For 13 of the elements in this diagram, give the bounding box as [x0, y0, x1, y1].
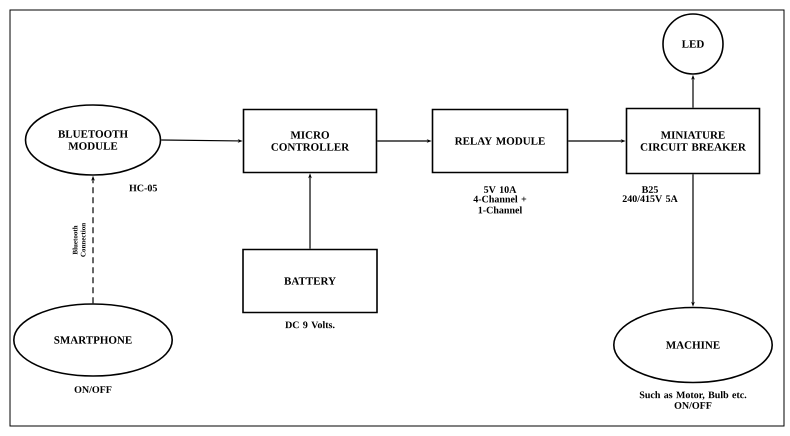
block-box: RELAY MODULE	[432, 108, 568, 174]
beside-label: B25	[642, 186, 658, 193]
beside-label: 5V 10A	[484, 186, 516, 193]
beside-label: ON/OFF	[674, 402, 712, 409]
block-box: MICRO CONTROLLER	[242, 108, 378, 174]
beside-label: HC-05	[129, 184, 158, 192]
beside-label: 4-Channel + 1-Channel	[473, 195, 526, 214]
beside-label: Such as Motor, Bulb etc.	[640, 391, 746, 400]
block-box: BATTERY	[242, 248, 378, 314]
block-box: MINIATURE CIRCUIT BREAKER	[626, 108, 760, 174]
beside-label: 240/415V 5A	[622, 195, 678, 202]
beside-label: DC 9 Volts.	[285, 321, 335, 328]
beside-label: ON/OFF	[74, 386, 112, 393]
